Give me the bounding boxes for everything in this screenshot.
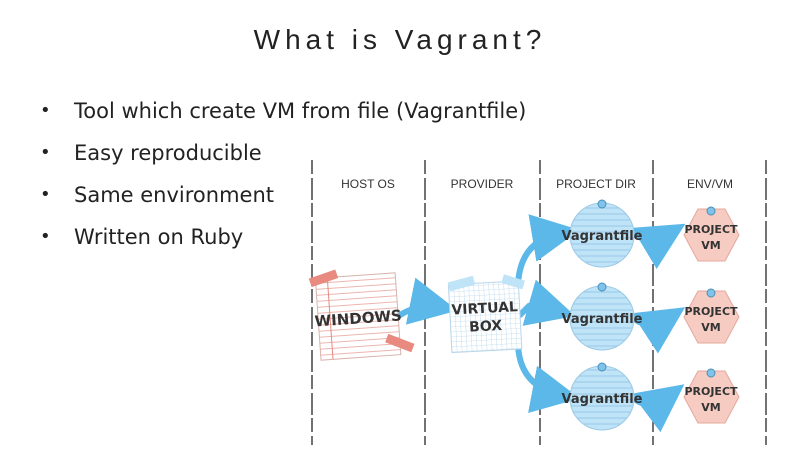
virtualbox-label-line-2: BOX [469, 318, 503, 336]
project-vm-hexagon: PROJECT VM [683, 368, 740, 424]
vm-label-line-2: VM [701, 239, 720, 252]
virtualbox-note: VIRTUAL BOX [447, 274, 525, 354]
slide-title: What is Vagrant? [253, 24, 547, 55]
arrow-host-to-provider [397, 277, 458, 325]
column-label-project-dir: PROJECT DIR [556, 177, 636, 191]
windows-margin-line [326, 277, 334, 360]
vagrantfile-circle: Vagrantfile [562, 282, 643, 351]
virtualbox-paper [447, 280, 523, 354]
column-label-host-os: HOST OS [341, 177, 395, 191]
windows-tape-top [308, 269, 339, 288]
windows-note: WINDOWS [308, 269, 415, 361]
windows-paper [314, 272, 402, 361]
pin-icon [706, 206, 716, 216]
vagrantfile-circle: Vagrantfile [562, 199, 643, 268]
arrow-project-to-vm-2 [631, 307, 686, 354]
vagrant-diagram: HOST OS PROVIDER PROJECT DIR ENV/VM WIND… [308, 160, 767, 445]
vagrantfile-label: Vagrantfile [562, 392, 643, 407]
virtualbox-tape-side [501, 274, 525, 290]
vagrantfile-circle: Vagrantfile [562, 362, 643, 431]
virtualbox-label-line-1: VIRTUAL [451, 299, 518, 318]
project-vm-hexagon: PROJECT VM [683, 206, 740, 262]
column-label-env-vm: ENV/VM [687, 177, 733, 191]
pin-icon [706, 368, 716, 378]
vm-label-line-2: VM [701, 401, 720, 414]
vm-label-line-1: PROJECT [684, 385, 738, 398]
flow-arrows [397, 214, 686, 433]
vm-hexagon-shape [683, 370, 740, 424]
arrow-provider-to-project-1 [515, 214, 580, 288]
vm-label-line-2: VM [701, 321, 720, 334]
arrow-project-to-vm-1 [631, 223, 686, 270]
vm-label-line-1: PROJECT [684, 223, 738, 236]
arrow-project-to-vm-3 [631, 384, 685, 433]
vm-hexagon-shape [683, 290, 740, 344]
pin-icon [706, 288, 716, 298]
windows-tape-bottom [385, 333, 415, 353]
vagrantfile-label: Vagrantfile [562, 312, 643, 327]
arrow-provider-to-project-3 [515, 342, 580, 413]
bullet-item: Easy reproducible [40, 132, 526, 174]
bullet-item: Written on Ruby [40, 216, 526, 258]
pin-icon [597, 282, 607, 292]
pin-icon [597, 199, 607, 209]
virtualbox-tape-top [447, 275, 476, 292]
pin-icon [597, 362, 607, 372]
vm-label-line-1: PROJECT [684, 305, 738, 318]
arrow-provider-to-project-2 [517, 279, 576, 326]
bullet-list: Tool which create VM from file (Vagrantf… [40, 90, 526, 258]
project-vm-hexagon: PROJECT VM [683, 288, 740, 344]
column-label-provider: PROVIDER [451, 177, 514, 191]
bullet-item: Same environment [40, 174, 526, 216]
vagrantfile-label: Vagrantfile [562, 229, 643, 244]
vm-hexagon-shape [683, 208, 740, 262]
bullet-item: Tool which create VM from file (Vagrantf… [40, 90, 526, 132]
